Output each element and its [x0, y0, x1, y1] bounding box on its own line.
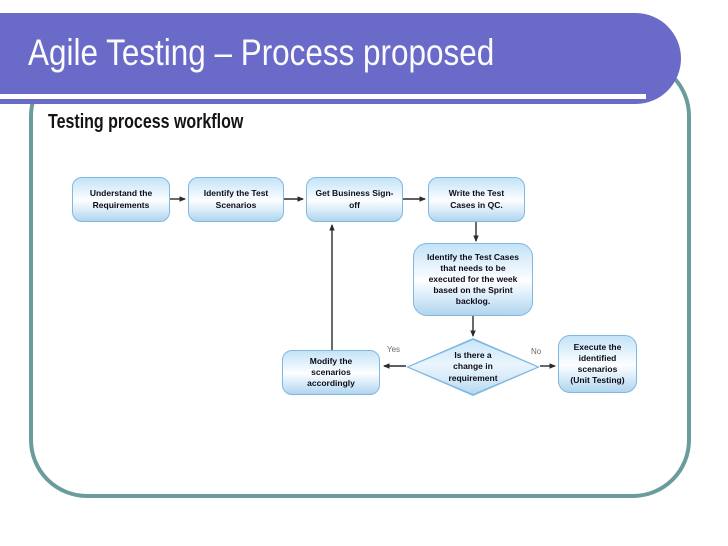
content-frame: [29, 58, 691, 498]
flow-node-write-test-cases-qc: Write the Test Cases in QC.: [428, 177, 525, 222]
header-underline: [0, 94, 646, 99]
flow-node-identify-test-scenarios: Identify the Test Scenarios: [188, 177, 284, 222]
flow-node-modify-scenarios: Modify the scenarios accordingly: [282, 350, 380, 395]
flow-node-get-business-signoff: Get Business Sign- off: [306, 177, 403, 222]
edge-label-no: No: [531, 347, 542, 356]
slide-title: Agile Testing – Process proposed: [28, 32, 495, 73]
decision-label: Is there a change in requirement: [448, 350, 498, 383]
flow-node-understand-requirements: Understand the Requirements: [72, 177, 170, 222]
slide-subtitle: Testing process workflow: [48, 111, 244, 133]
flow-node-identify-test-cases-sprint: Identify the Test Cases that needs to be…: [413, 243, 533, 316]
edge-label-yes: Yes: [387, 345, 401, 354]
flow-node-execute-scenarios: Execute the identified scenarios (Unit T…: [558, 335, 637, 393]
header-banner: [0, 13, 681, 104]
